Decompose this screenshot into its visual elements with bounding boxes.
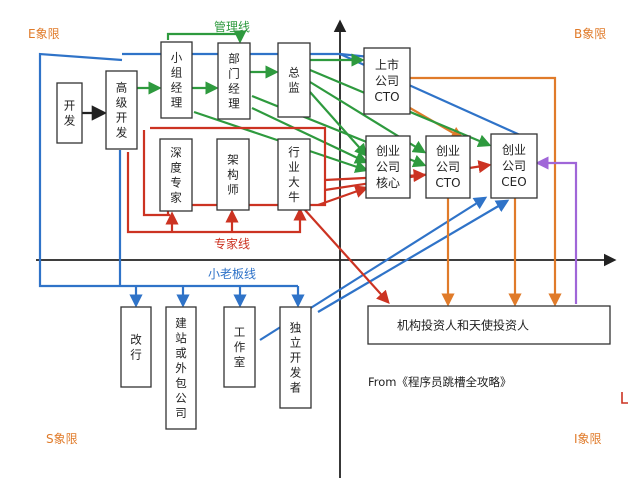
edge-red-mark — [621, 392, 628, 404]
node-team-manager-text: 小组经理 — [171, 51, 183, 110]
node-deep-expert-text: 深度专家 — [170, 146, 182, 205]
node-investors-text: 机构投资人和天使投资人 — [397, 318, 529, 333]
quadrant-s-label: S象限 — [46, 432, 78, 446]
expert-line-label: 专家线 — [214, 236, 250, 251]
investor-to-ceo-arrow — [535, 156, 578, 304]
node-dev-text: 开发 — [64, 99, 76, 128]
node-industry-guru-text: 行业大牛 — [288, 145, 300, 204]
node-dept-manager: 部门经理 — [217, 42, 251, 120]
node-startup-core: 创业公司核心 — [365, 135, 411, 199]
node-industry-guru: 行业大牛 — [277, 138, 311, 211]
node-dev: 开发 — [56, 82, 83, 144]
node-deep-expert: 深度专家 — [159, 138, 193, 212]
node-startup-core-text: 创业公司核心 — [376, 144, 400, 190]
management-line-label: 管理线 — [214, 19, 250, 34]
node-indie-dev: 独立开发者 — [279, 306, 312, 409]
node-dept-manager-text: 部门经理 — [228, 52, 240, 111]
quadrant-i-label: I象限 — [574, 432, 602, 446]
node-investors: 机构投资人和天使投资人 — [367, 305, 611, 345]
node-studio: 工作室 — [223, 306, 256, 388]
node-team-manager: 小组经理 — [160, 41, 193, 119]
node-director: 总监 — [277, 42, 311, 118]
node-senior: 高级开发 — [105, 70, 138, 150]
quadrant-b-label: B象限 — [574, 27, 606, 41]
node-career-change: 改行 — [120, 306, 152, 388]
boss-line-label: 小老板线 — [208, 267, 256, 281]
node-architect: 架构师 — [216, 138, 250, 211]
node-career-change-text: 改行 — [130, 333, 142, 362]
node-outsourcing: 建站或外包公司 — [165, 306, 197, 430]
node-director-text: 总监 — [288, 66, 300, 95]
node-architect-text: 架构师 — [227, 153, 239, 197]
node-outsourcing-text: 建站或外包公司 — [175, 316, 187, 420]
quadrant-e-label: E象限 — [28, 27, 60, 41]
node-indie-dev-text: 独立开发者 — [290, 321, 302, 395]
source-caption: From《程序员跳槽全攻略》 — [368, 375, 512, 389]
node-senior-text: 高级开发 — [116, 81, 128, 140]
node-studio-text: 工作室 — [234, 325, 246, 369]
